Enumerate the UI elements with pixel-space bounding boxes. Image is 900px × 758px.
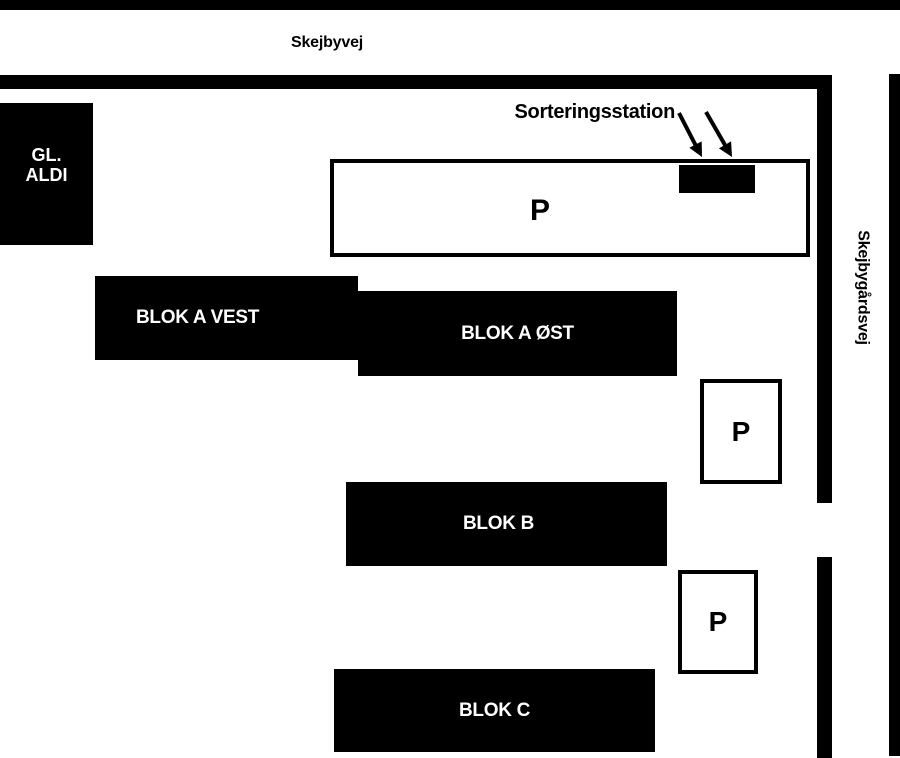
parking-symbol-upper: P	[731, 415, 751, 447]
building-blok-a-vest: BLOK A VEST	[95, 276, 358, 360]
road-edge-top	[0, 0, 900, 10]
street-label-skejbygardsvej: Skejbygårdsvej	[854, 230, 872, 345]
parking-lot-upper: P	[700, 379, 782, 484]
building-blok-b: BLOK B	[346, 482, 667, 566]
road-skejbyvej	[0, 75, 832, 89]
parking-lot-lower: P	[678, 570, 758, 674]
parking-symbol-lower: P	[708, 606, 728, 637]
building-blok-c: BLOK C	[334, 669, 655, 752]
building-blok-a-ost: BLOK A ØST	[358, 291, 677, 376]
road-inner-upper-segment	[817, 75, 832, 503]
blok-a-vest-label: BLOK A VEST	[135, 307, 260, 328]
sorting-station-box	[679, 165, 755, 193]
street-label-skejbyvej: Skejbyvej	[290, 34, 364, 51]
blok-b-label: BLOK B	[462, 513, 535, 534]
gl-aldi-label-line2: ALDI	[25, 165, 68, 185]
building-gl-aldi: GL. ALDI	[0, 103, 93, 245]
blok-c-label: BLOK C	[458, 699, 531, 721]
gl-aldi-label-line1: GL.	[31, 145, 62, 165]
blok-a-ost-label: BLOK A ØST	[461, 322, 574, 344]
pointer-arrows-icon	[677, 111, 732, 157]
parking-symbol-main: P	[529, 194, 550, 227]
road-inner-lower-segment	[817, 557, 832, 758]
sorting-station-label: Sorteringsstation	[514, 101, 676, 123]
road-skejbygardsvej-outer	[889, 74, 900, 756]
